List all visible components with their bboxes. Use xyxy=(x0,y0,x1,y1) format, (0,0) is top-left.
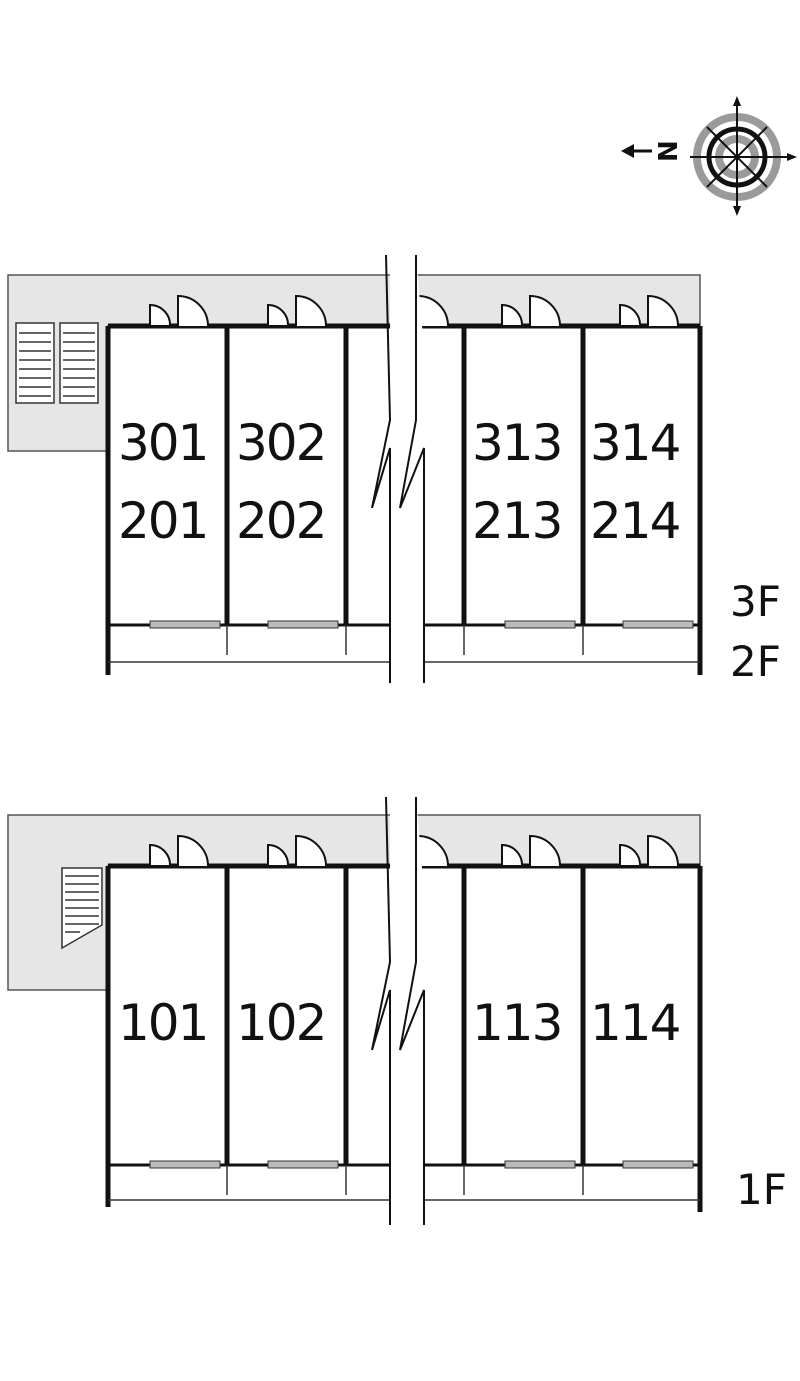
unit-label: 313 xyxy=(472,414,561,472)
door-icon xyxy=(149,834,679,867)
break-line-icon xyxy=(371,796,430,1225)
unit-label: 214 xyxy=(590,492,679,550)
window-icon xyxy=(149,1160,694,1169)
unit-label: 301 xyxy=(118,414,207,472)
unit-label: 101 xyxy=(118,994,207,1052)
floor-label: 3F xyxy=(730,577,781,626)
unit-label: 202 xyxy=(236,492,325,550)
unit-label: 314 xyxy=(590,414,679,472)
unit-label: 113 xyxy=(472,994,561,1052)
unit-label: 114 xyxy=(590,994,679,1052)
window-icon xyxy=(149,620,694,629)
stair-icon xyxy=(61,867,103,950)
break-line-icon xyxy=(371,254,430,683)
unit-label: 302 xyxy=(236,414,325,472)
unit-label: 213 xyxy=(472,492,561,550)
door-icon xyxy=(149,294,679,327)
unit-label: 102 xyxy=(236,994,325,1052)
upper-block: 301 302 313 314 201 202 213 214 3F 2F xyxy=(7,254,781,686)
compass-icon: N xyxy=(621,96,797,216)
floor-label: 2F xyxy=(730,637,781,686)
lower-block: 101 102 113 114 1F xyxy=(7,796,787,1225)
compass-north-letter: N xyxy=(654,140,684,162)
stair-icon xyxy=(15,322,99,404)
unit-label: 201 xyxy=(118,492,207,550)
floor-label: 1F xyxy=(736,1165,787,1214)
